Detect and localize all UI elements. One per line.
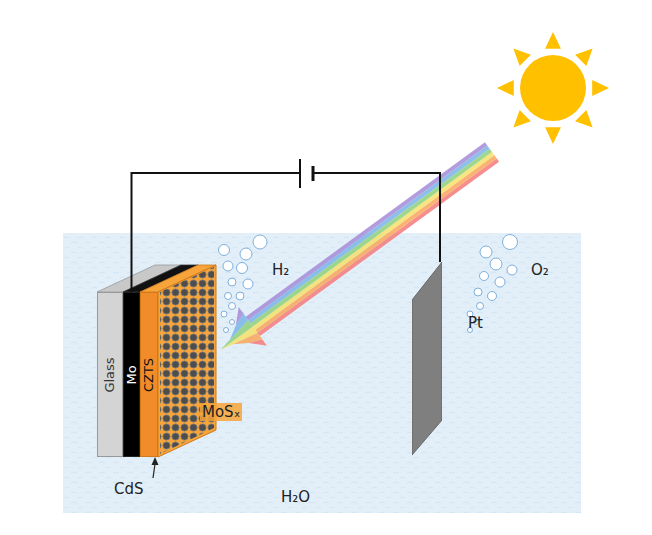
beam-arrowhead [222, 313, 251, 339]
beam-stripe [258, 158, 500, 336]
gas-label: O₂ [531, 261, 549, 279]
battery-plate-short [312, 166, 315, 181]
beam-stripe [246, 142, 488, 320]
sun [497, 32, 609, 144]
wire [132, 173, 441, 292]
gas-label: H₂ [272, 261, 289, 279]
gas-bubble [221, 311, 227, 317]
beam-arrowhead [228, 307, 247, 326]
pt-electrode: Pt [412, 262, 442, 455]
gas-bubble [230, 320, 235, 325]
leader-arrowhead [152, 457, 159, 465]
sun-ray [545, 32, 561, 49]
mosx-particles [160, 267, 214, 454]
layer-label: Mo [125, 365, 139, 384]
pt-plate-shape [412, 262, 442, 455]
gas-bubble [495, 277, 505, 287]
electrode-label: Pt [468, 314, 483, 332]
pt-plate [412, 262, 442, 455]
layer-label: CZTS [142, 357, 156, 391]
sun-ray [545, 127, 561, 144]
gas-bubble [237, 263, 248, 274]
material-label: CdS [114, 480, 144, 498]
material-label: MoSₓ [200, 403, 242, 421]
sun-disc [520, 55, 586, 121]
gas-bubble [480, 272, 489, 281]
glass-layer: Glass [97, 292, 123, 457]
battery-gap [301, 164, 312, 182]
sun-ray [513, 110, 530, 127]
gas-bubble [490, 258, 502, 270]
sun-ray [513, 48, 530, 65]
gas-bubble [507, 265, 517, 275]
beam-stripe [255, 155, 497, 333]
gas-bubble [253, 235, 267, 249]
gas-bubble [223, 261, 233, 271]
gas-bubble [240, 248, 252, 260]
mosx-face [158, 265, 216, 457]
sun-ray [497, 80, 514, 96]
light-beam [206, 133, 506, 370]
gas-bubble [229, 303, 236, 310]
gas-bubble [224, 328, 229, 333]
gas-bubble [236, 292, 244, 300]
gas-bubble [219, 245, 230, 256]
mo-layer: Mo [123, 292, 140, 457]
battery-plate-long [299, 159, 301, 188]
gas-bubble [480, 246, 492, 258]
gas-bubble [477, 303, 484, 310]
gas-bubble [228, 278, 236, 286]
gas-bubble [225, 293, 232, 300]
czts-layer: CZTS [140, 292, 158, 457]
leader-line [153, 464, 155, 478]
sun-ray [575, 110, 592, 127]
gas-bubble [503, 235, 518, 250]
sun-ray [575, 48, 592, 65]
gas-bubble [474, 288, 482, 296]
beam-stripe [250, 149, 492, 327]
electrolyte-label: H₂O [281, 488, 310, 506]
sun-ray [592, 80, 609, 96]
gas-bubble [243, 279, 253, 289]
layer-label: Glass [103, 357, 117, 392]
beam-stripe [253, 152, 495, 330]
gas-bubble [488, 292, 497, 301]
